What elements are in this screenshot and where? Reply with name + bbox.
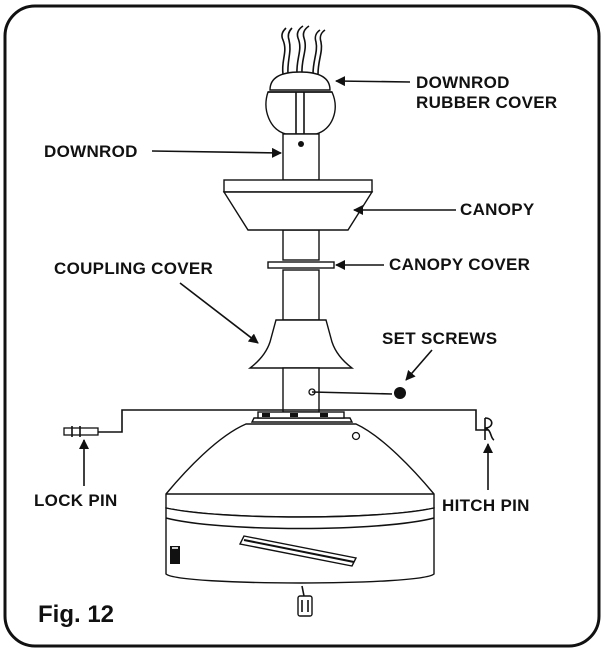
- wires: [281, 25, 326, 75]
- hanger-bracket: [98, 409, 488, 433]
- coupling-cover: [247, 319, 355, 369]
- motor-housing: [165, 423, 435, 518]
- downrod-rubber-cover-leader: [335, 76, 411, 87]
- canopy: [222, 179, 374, 231]
- set-screw-icon: [394, 387, 406, 399]
- mounting-plate: [250, 411, 354, 423]
- switch-housing: [165, 507, 435, 584]
- downrod-rubber-cover: [265, 71, 336, 135]
- label-lock-pin: LOCK PIN: [34, 491, 118, 510]
- canopy-cover: [267, 261, 335, 269]
- label-downrod-rubber-cover-1: DOWNROD: [416, 73, 510, 92]
- wire-connector: [297, 585, 313, 617]
- label-downrod-rubber-cover-2: RUBBER COVER: [416, 93, 558, 112]
- coupling-cover-leader: [179, 282, 259, 344]
- set-screws-leader: [405, 349, 433, 381]
- downrod-leader: [151, 147, 282, 158]
- label-coupling-cover: COUPLING COVER: [54, 259, 213, 278]
- hitch-pin: [484, 417, 495, 441]
- label-canopy-cover: CANOPY COVER: [389, 255, 530, 274]
- figure-caption: Fig. 12: [38, 601, 114, 628]
- label-set-screws: SET SCREWS: [382, 329, 497, 348]
- figure-frame: [3, 4, 601, 648]
- coupling: [282, 367, 406, 413]
- lock-pin: [63, 426, 99, 437]
- label-hitch-pin: HITCH PIN: [442, 496, 530, 515]
- label-downrod: DOWNROD: [44, 142, 138, 161]
- label-canopy: CANOPY: [460, 200, 535, 219]
